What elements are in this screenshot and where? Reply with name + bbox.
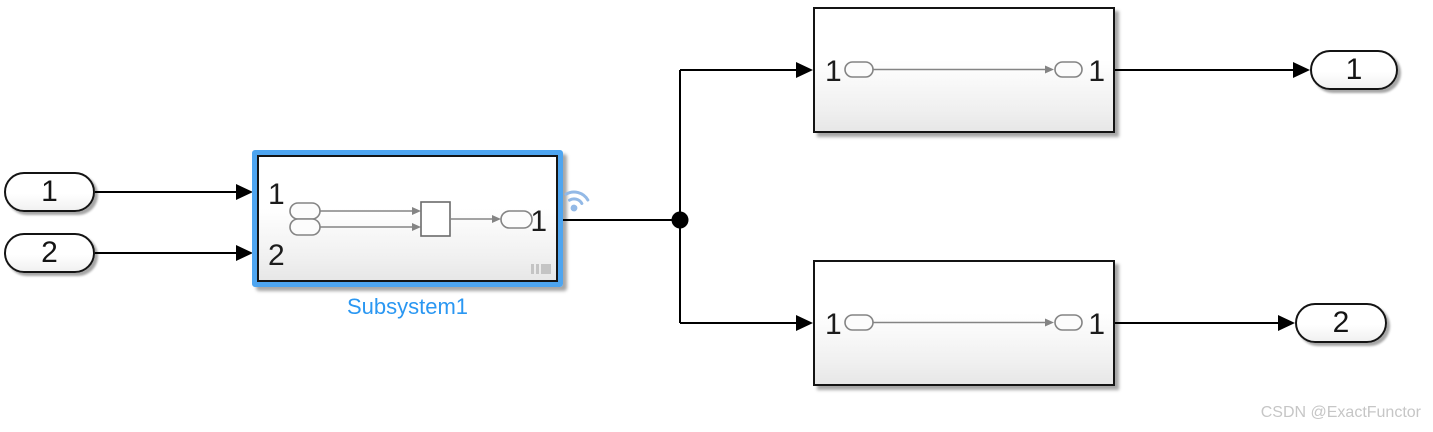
bottom-block-content-preview xyxy=(844,314,1083,331)
arrowhead xyxy=(1278,315,1295,331)
arrowhead xyxy=(236,245,253,261)
arrowhead xyxy=(796,315,813,331)
inport-1-label: 1 xyxy=(41,175,58,208)
wire-in2-to-subsystem1[interactable] xyxy=(95,245,253,261)
wire-branch-to-top-block[interactable] xyxy=(680,62,813,78)
inport-1[interactable]: 1 xyxy=(4,172,95,212)
content-preview-badge xyxy=(531,264,551,274)
top-block-content-preview xyxy=(844,61,1083,78)
top-subsystem-block[interactable]: 1 1 xyxy=(813,7,1115,133)
watermark-text: CSDN @ExactFunctor xyxy=(1260,404,1421,421)
subsystem1-content-preview xyxy=(289,201,533,237)
wire-bottom-block-to-out2[interactable] xyxy=(1115,315,1295,331)
arrowhead xyxy=(796,62,813,78)
wire-top-block-to-out1[interactable] xyxy=(1115,62,1310,78)
inport-2-label: 2 xyxy=(41,236,58,269)
top-block-outport-label: 1 xyxy=(1088,55,1105,88)
branch-point-dot[interactable] xyxy=(671,211,689,229)
wire-subsystem1-out[interactable] xyxy=(563,70,689,323)
subsystem1-outport-label: 1 xyxy=(530,205,547,238)
wireless-logging-badge-icon[interactable] xyxy=(556,174,596,218)
subsystem1-inport-label-1: 1 xyxy=(268,178,285,211)
top-block-inport-label: 1 xyxy=(825,55,842,88)
outport-2[interactable]: 2 xyxy=(1295,303,1387,343)
arrowhead xyxy=(236,184,253,200)
wire-in1-to-subsystem1[interactable] xyxy=(95,184,253,200)
outport-1[interactable]: 1 xyxy=(1310,50,1398,90)
subsystem1-inport-label-2: 2 xyxy=(268,239,285,272)
subsystem1-selection-ring: 1 2 1 xyxy=(252,150,563,287)
arrowhead xyxy=(1293,62,1310,78)
bottom-block-outport-label: 1 xyxy=(1088,308,1105,341)
subsystem1-name-label[interactable]: Subsystem1 xyxy=(346,294,469,319)
bottom-block-inport-label: 1 xyxy=(825,308,842,341)
wire-branch-to-bottom-block[interactable] xyxy=(680,315,813,331)
bottom-subsystem-block[interactable]: 1 1 xyxy=(813,260,1115,386)
subsystem1-block[interactable]: 1 2 1 xyxy=(257,155,558,282)
outport-1-label: 1 xyxy=(1345,53,1363,86)
outport-2-label: 2 xyxy=(1332,306,1350,339)
inport-2[interactable]: 2 xyxy=(4,233,95,273)
